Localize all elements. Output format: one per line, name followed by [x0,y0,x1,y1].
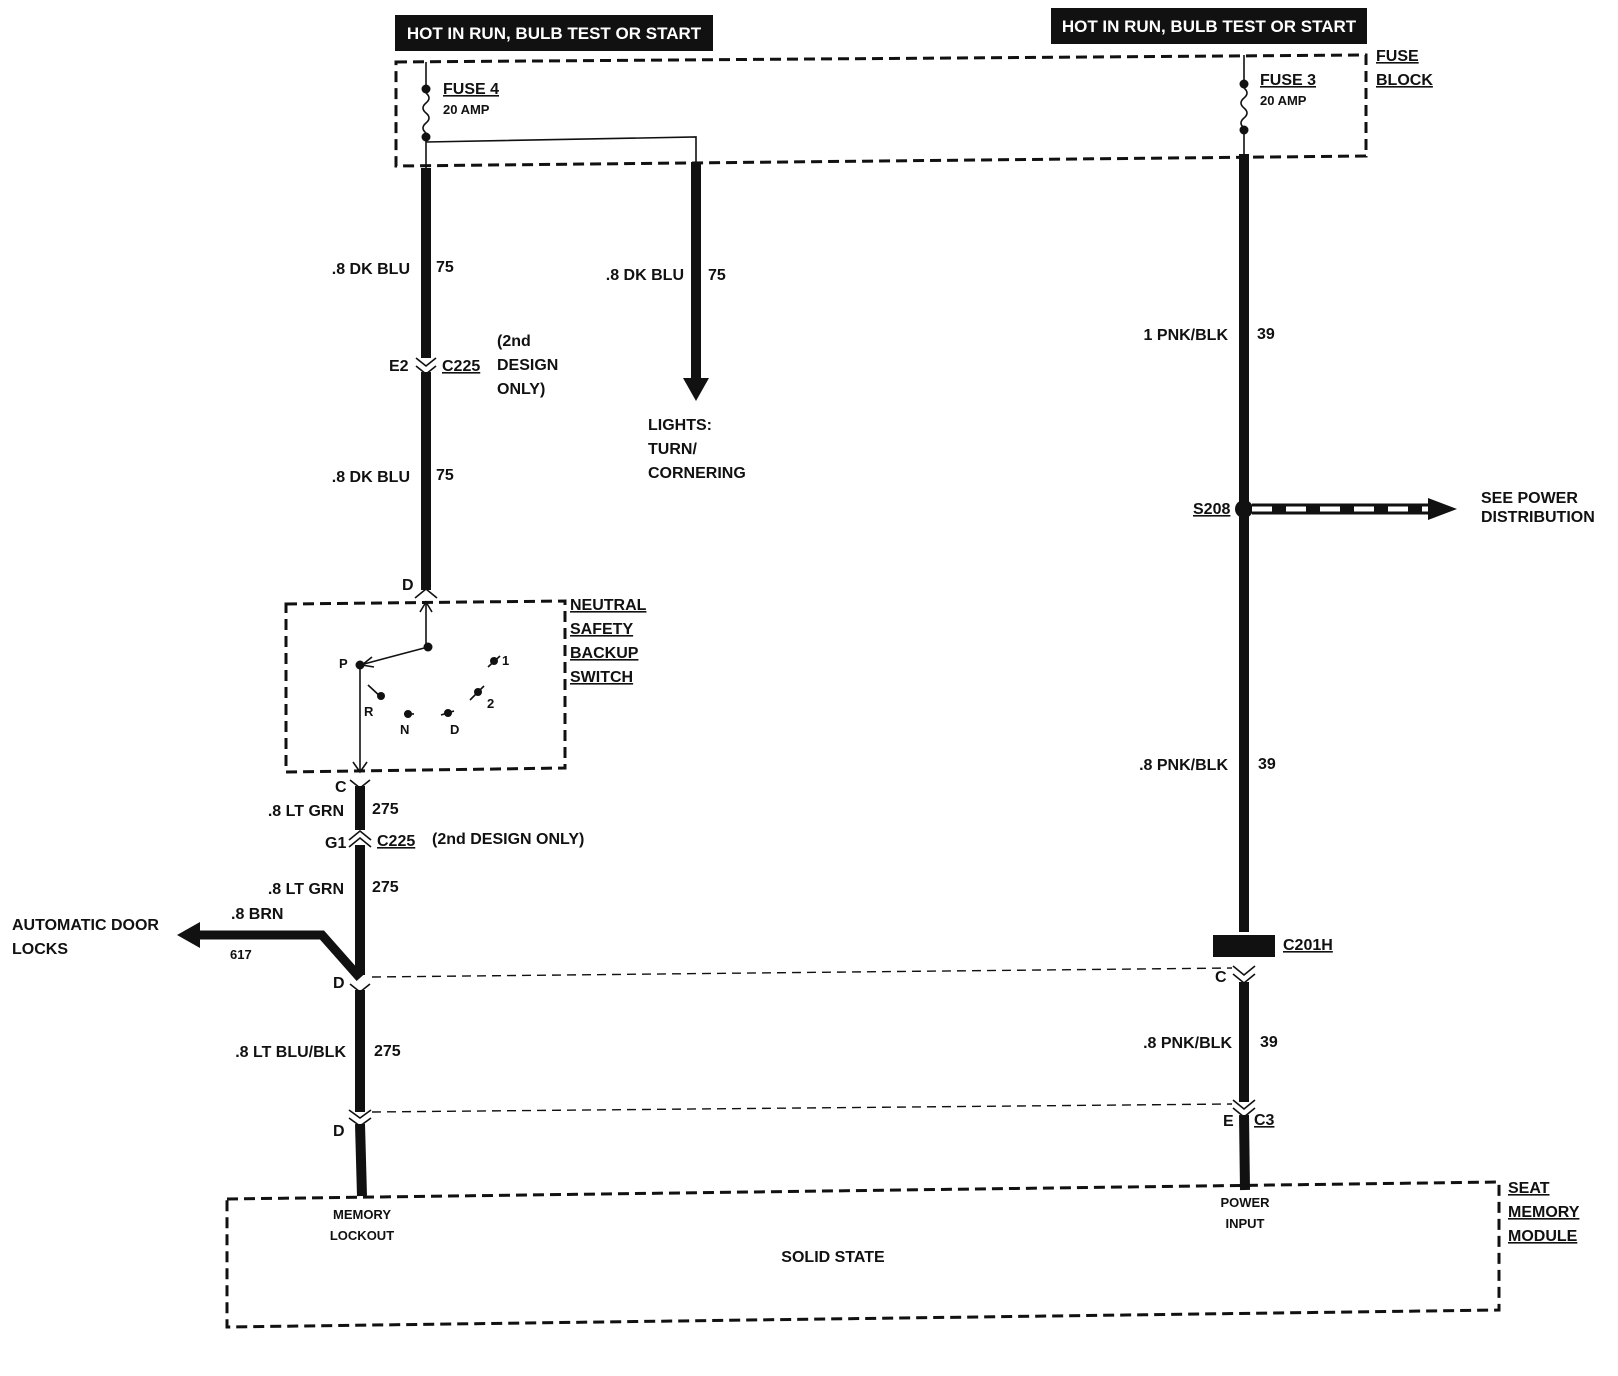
connector-c225-bottom-name: C225 [377,833,415,850]
wire-w7-circuit: 275 [372,879,399,896]
switch-pos-n: N [400,722,409,737]
connector-c225-top-pin: E2 [389,358,409,375]
wire-w6-circuit: 275 [372,801,399,818]
module-solid-state: SOLID STATE [781,1249,885,1266]
connector-c225-bottom-pin: G1 [325,835,346,852]
wire-w8-label: .8 BRN [231,906,283,923]
splice-see-line2: DISTRIBUTION [1481,509,1595,526]
fuse-block-label-line1: FUSE [1376,48,1419,65]
wire-w8-circuit: 617 [230,947,252,962]
switch-title-line2: SAFETY [570,621,633,638]
header-right: HOT IN RUN, BULB TEST OR START [1051,8,1367,44]
module-memory-lockout-line2: LOCKOUT [330,1228,394,1243]
wire-door-lock-branch [198,930,364,981]
fuse-3-rating: 20 AMP [1260,93,1307,108]
fuse-4-branch [425,136,697,166]
wire-w5-label: .8 PNK/BLK [1139,757,1228,774]
seat-memory-module-outline [225,1180,1501,1329]
wire-w7-label: .8 LT GRN [268,881,344,898]
switch-pos-d: D [450,722,459,737]
switch-pos-r: R [364,704,374,719]
lights-label-line2: TURN/ [648,441,697,458]
wire-w3-label: .8 DK BLU [332,469,410,486]
connector-switch-out-pin: C [335,779,347,796]
connector-c225-top-note3: ONLY) [497,381,545,398]
connector-c225-top-note2: DESIGN [497,357,558,374]
fuse-4 [421,62,431,170]
wire-to-memory-lockout [355,1123,367,1197]
lights-arrow-icon [683,378,709,401]
wire-w9-circuit: 275 [374,1043,401,1060]
module-power-input-line2: INPUT [1226,1216,1265,1231]
wire-w4-label: 1 PNK/BLK [1144,327,1229,344]
connector-link-lower [371,1103,1233,1113]
fuse-3 [1239,55,1249,158]
wire-w10-label: .8 PNK/BLK [1143,1035,1232,1052]
connector-lock-d2 [348,1109,372,1127]
splice-s208-name: S208 [1193,501,1230,518]
door-locks-label-line2: LOCKS [12,941,68,958]
header-left: HOT IN RUN, BULB TEST OR START [395,15,713,51]
connector-c225-top-name: C225 [442,358,480,375]
connector-c225-bottom [348,829,372,848]
module-title-line2: MEMORY [1508,1204,1580,1221]
fuse-block-outline [394,53,1368,168]
connector-switch-in-pin: D [402,577,414,594]
fuse-block-label-line2: BLOCK [1376,72,1433,89]
connector-c3 [1232,1099,1256,1119]
connector-c201h [1213,935,1275,957]
wire-w4-circuit: 39 [1257,326,1275,343]
splice-s208-icon [1235,500,1253,518]
switch-mechanism [352,600,501,774]
door-lock-arrow-icon [177,922,200,948]
splice-see-line1: SEE POWER [1481,490,1578,507]
connector-c201h-name: C201H [1283,937,1333,954]
wire-w1-circuit: 75 [436,259,454,276]
neutral-safety-switch-outline [284,599,567,774]
fuse-4-rating: 20 AMP [443,102,490,117]
wire-w10-circuit: 39 [1260,1034,1278,1051]
wire-w5-circuit: 39 [1258,756,1276,773]
power-distribution-wire [1252,498,1457,520]
wire-w3-circuit: 75 [436,467,454,484]
connector-link-upper [371,967,1233,978]
switch-title-line3: BACKUP [570,645,639,662]
header-right-text: HOT IN RUN, BULB TEST OR START [1062,17,1357,36]
lights-label-line1: LIGHTS: [648,417,712,434]
header-left-text: HOT IN RUN, BULB TEST OR START [407,24,702,43]
wire-w6-label: .8 LT GRN [268,803,344,820]
connector-c3-name: C3 [1254,1112,1275,1129]
wire-w9-label: .8 LT BLU/BLK [235,1044,346,1061]
connector-c201h-pin-shape [1232,965,1256,985]
wire-w2-label: .8 DK BLU [606,267,684,284]
switch-title-line4: SWITCH [570,669,633,686]
connector-c201h-pin: C [1215,969,1227,986]
connector-switch-in [414,587,438,599]
connector-c3-pin: E [1223,1113,1234,1130]
module-title-line3: MODULE [1508,1228,1578,1245]
connector-lock-d2-pin: D [333,1123,345,1140]
connector-lock-d1-pin: D [333,975,345,992]
switch-pos-2: 2 [487,696,494,711]
wire-to-power-input [1239,1114,1250,1191]
connector-c225-bottom-note: (2nd DESIGN ONLY) [432,831,584,848]
switch-pos-1: 1 [502,653,509,668]
switch-title-line1: NEUTRAL [570,597,647,614]
module-memory-lockout-line1: MEMORY [333,1207,391,1222]
fuse-3-name: FUSE 3 [1260,72,1316,89]
wire-w2-circuit: 75 [708,267,726,284]
module-power-input-line1: POWER [1220,1195,1270,1210]
module-title-line1: SEAT [1508,1180,1550,1197]
wire-w1-label: .8 DK BLU [332,261,410,278]
fuse-4-name: FUSE 4 [443,81,499,98]
door-locks-label-line1: AUTOMATIC DOOR [12,917,159,934]
connector-c225-top-note1: (2nd [497,333,531,350]
connector-c225-top [415,357,437,376]
lights-label-line3: CORNERING [648,465,746,482]
switch-pos-p: P [339,656,348,671]
